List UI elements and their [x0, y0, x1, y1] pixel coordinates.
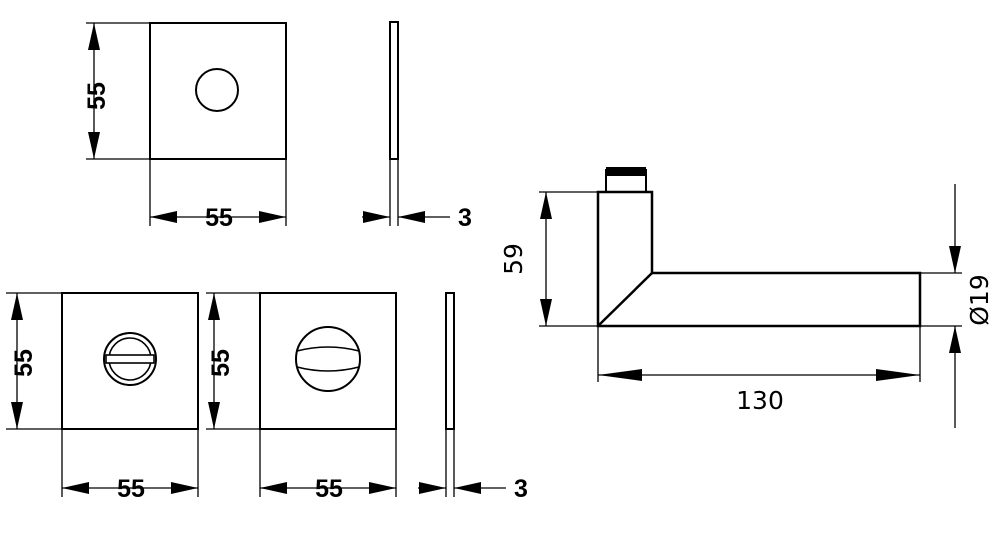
rosette-key-height-label: 55: [83, 82, 111, 110]
rosette-wc-knob-view: 55 55 3: [206, 292, 528, 503]
rosette-key-width-label: 55: [205, 204, 233, 232]
handle-height-label: 59: [499, 243, 528, 275]
lever-handle-view: 59 130 Ø19: [499, 167, 994, 428]
rosette-wc-knob-thickness-dimension: 3: [418, 429, 528, 503]
spindle-cap: [606, 167, 646, 176]
handle-diameter-label: Ø19: [965, 274, 994, 326]
rosette-wc-turn-plate: [61, 292, 199, 430]
rosette-key-height-dimension: 55: [83, 22, 150, 160]
rosette-wc-knob-height-dimension: 55: [206, 292, 260, 430]
rosette-key-width-dimension: 55: [149, 159, 287, 232]
handle-diameter-dimension: Ø19: [920, 184, 994, 428]
rosette-wc-knob-thickness-label: 3: [514, 475, 528, 503]
wc-knob-icon: [295, 326, 361, 392]
rosette-wc-turn-width-label: 55: [117, 475, 145, 503]
key-hole-circle: [195, 68, 239, 112]
rosette-key-plate: [149, 22, 287, 160]
rosette-wc-turn-view: 55 55: [6, 292, 199, 503]
rosette-wc-knob-height-label: 55: [207, 349, 235, 377]
wc-indicator-icon: [103, 332, 157, 386]
rosette-key-side-plate: [389, 21, 399, 160]
rosette-wc-knob-plate: [259, 292, 397, 430]
rosette-wc-turn-height-dimension: 55: [6, 292, 62, 430]
handle-bend-line: [597, 272, 653, 327]
rosette-wc-knob-side-plate: [445, 292, 455, 430]
rosette-key-thickness-label: 3: [458, 204, 472, 232]
handle-length-label: 130: [736, 386, 784, 415]
handle-height-dimension: 59: [499, 191, 598, 327]
rosette-wc-knob-width-label: 55: [315, 475, 343, 503]
handle-length-dimension: 130: [597, 326, 921, 415]
rosette-wc-knob-width-dimension: 55: [259, 429, 397, 503]
rosette-wc-turn-height-label: 55: [10, 349, 38, 377]
rosette-key-thickness-dimension: 3: [362, 159, 472, 232]
handle-body: [596, 190, 922, 328]
rosette-key-view: 55 55 3: [83, 21, 472, 232]
rosette-wc-turn-width-dimension: 55: [61, 429, 199, 503]
